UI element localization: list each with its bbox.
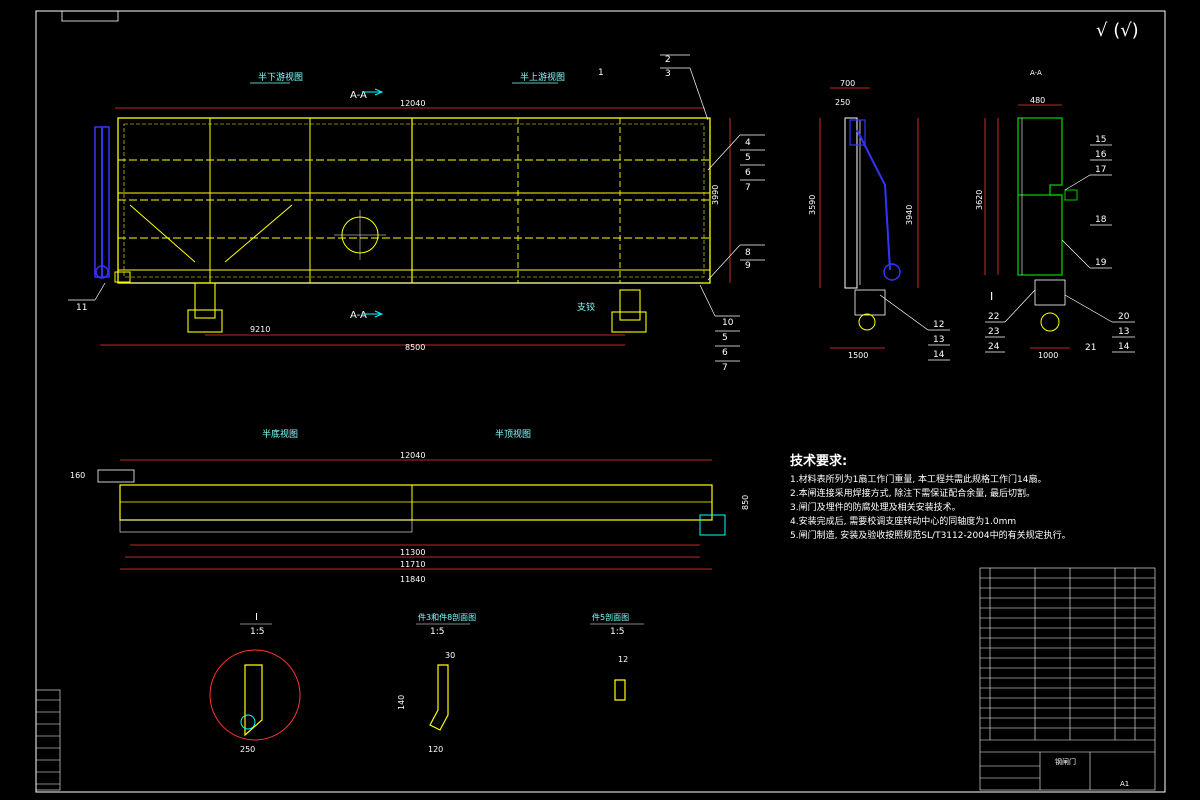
side-part-labels: 12 13 14 [933, 320, 945, 360]
part-19: 19 [1095, 258, 1107, 268]
side-view: 700 250 3590 3940 1500 [808, 79, 919, 360]
part-10: 10 [722, 318, 734, 328]
detail-2-title: 件3和件8剖面图 [418, 612, 476, 622]
part-17: 17 [1095, 165, 1106, 175]
dim-9210: 9210 [250, 325, 270, 334]
tech-title: 技术要求: [790, 454, 848, 469]
tech-item-5: 5.闸门制造, 安装及验收按照规范SL/T3112-2004中的有关规定执行。 [790, 531, 1071, 541]
dim-11840: 11840 [400, 575, 425, 584]
dim-h-3620: 3620 [975, 190, 984, 210]
dim-side-250: 250 [835, 98, 850, 107]
dim-850: 850 [741, 495, 750, 510]
support-label: 支铰 [577, 301, 595, 313]
detail-3-scale: 1:5 [610, 627, 624, 637]
view-label-half-bottom: 半底视图 [262, 428, 298, 440]
view-label-half-down: 半下游视图 [258, 71, 303, 83]
section-mark-a-top: A-A [350, 90, 367, 101]
dim-bottom-width: 12040 [400, 451, 425, 460]
view-label-half-up: 半上游视图 [520, 71, 565, 83]
tech-item-1: 1.材料表所列为1扇工作门重量, 本工程共需此规格工作门14扇。 [790, 475, 1047, 485]
right-section-view: A-A 480 3620 1000 [975, 69, 1078, 360]
dim-11300: 11300 [400, 548, 425, 557]
part-6b: 6 [722, 348, 728, 358]
front-view: 半下游视图 半上游视图 A-A A-A 12040 [94, 71, 731, 352]
detail-2-scale: 1:5 [430, 627, 444, 637]
dim-right-480: 480 [1030, 96, 1045, 105]
detail-3-title: 件5剖面图 [592, 612, 629, 622]
right-section-title: A-A [1030, 69, 1042, 77]
part-20: 20 [1118, 312, 1130, 322]
part-13r: 13 [1118, 327, 1129, 337]
part-5b: 5 [722, 333, 728, 343]
part-9: 9 [745, 261, 751, 271]
part-14r: 14 [1118, 342, 1130, 352]
part-8: 8 [745, 248, 751, 258]
title-block [979, 567, 1156, 791]
detail-I-scale: 1:5 [250, 627, 264, 637]
part-13: 13 [933, 335, 944, 345]
dim-right-1000: 1000 [1038, 351, 1058, 360]
tech-item-3: 3.闸门及埋件的防腐处理及相关安装技术。 [790, 503, 961, 513]
part-15: 15 [1095, 135, 1106, 145]
right-part-numbers [985, 144, 1135, 353]
part-1: 1 [598, 68, 604, 78]
drawing-title: 钢闸门 [1055, 757, 1076, 766]
technical-requirements: 技术要求: 1.材料表所列为1扇工作门重量, 本工程共需此规格工作门14扇。 2… [790, 454, 1071, 543]
dim-side-1500: 1500 [848, 351, 868, 360]
part-11: 11 [76, 303, 87, 313]
part-6: 6 [745, 168, 751, 178]
dim-8500: 8500 [405, 343, 425, 352]
part-7: 7 [745, 183, 751, 193]
part-16: 16 [1095, 150, 1107, 160]
plan-view: 半底视图 半顶视图 12040 11300 11710 11840 160 85… [70, 428, 750, 584]
front-part-numbers [68, 54, 765, 362]
side-part-numbers [879, 294, 950, 361]
dim-side-700: 700 [840, 79, 855, 88]
dim-h-3990-front: 3990 [711, 185, 720, 205]
part-14: 14 [933, 350, 945, 360]
detail-2: 件3和件8剖面图 1:5 140 30 120 [397, 612, 476, 754]
dim-120: 120 [428, 745, 443, 754]
part-7b: 7 [722, 363, 728, 373]
part-3: 3 [665, 69, 671, 79]
dim-250-detail: 250 [240, 745, 255, 754]
detail-callout-I: I [990, 290, 993, 303]
sheet-size: A1 [1120, 780, 1129, 788]
part-12: 12 [933, 320, 944, 330]
dim-12: 12 [618, 655, 628, 664]
tech-item-2: 2.本闸连接采用焊接方式, 除注下需保证配合余量, 最后切割。 [790, 489, 1036, 499]
right-part-labels: 15 16 17 18 19 20 13 14 21 22 23 24 I [988, 135, 1130, 353]
dim-140: 140 [397, 695, 406, 710]
binding-strip [35, 689, 61, 791]
part-4: 4 [745, 138, 751, 148]
view-label-half-top: 半顶视图 [495, 428, 531, 440]
part-23: 23 [988, 327, 999, 337]
dim-h-3940: 3940 [905, 205, 914, 225]
dim-11710: 11710 [400, 560, 425, 569]
part-5: 5 [745, 153, 751, 163]
section-mark-a-bottom: A-A [350, 310, 367, 321]
part-22: 22 [988, 312, 999, 322]
detail-3: 件5剖面图 1:5 12 [590, 612, 644, 701]
roughness-mark: √ (√) [1096, 20, 1139, 41]
part-24: 24 [988, 342, 1000, 352]
part-21: 21 [1085, 343, 1096, 353]
part-2: 2 [665, 55, 671, 65]
detail-I-title: I [255, 612, 258, 623]
dim-top-width: 12040 [400, 99, 425, 108]
part-18: 18 [1095, 215, 1107, 225]
detail-I: I 1:5 250 [209, 612, 301, 754]
dim-30: 30 [445, 651, 455, 660]
dim-h-3590: 3590 [808, 195, 817, 215]
dim-160: 160 [70, 471, 85, 480]
front-part-labels: 1 2 3 4 5 6 7 8 9 10 5 6 7 11 [76, 55, 751, 373]
tech-item-4: 4.安装完成后, 需要校调支座转动中心的同轴度为1.0mm [790, 517, 1017, 527]
